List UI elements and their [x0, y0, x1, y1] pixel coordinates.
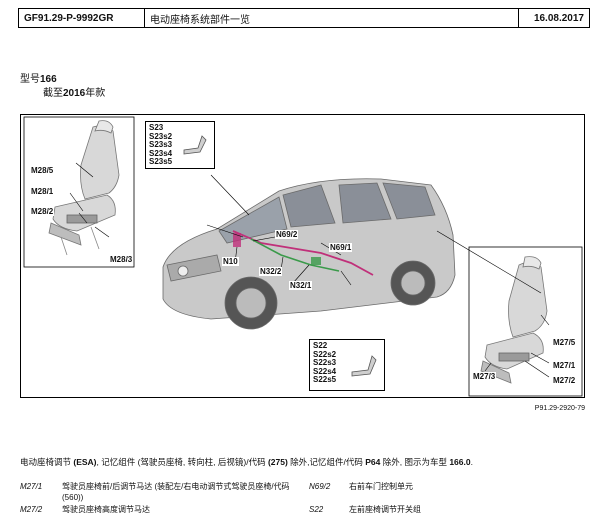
- s23-item: S23s3: [149, 140, 173, 149]
- desc-text: 除外, 图示为车型: [380, 457, 450, 467]
- seat-switch-icon: [351, 355, 377, 377]
- legend-code: M27/2: [20, 505, 43, 514]
- s22-list: S22 S22s2 S22s3 S22s4 S22s5: [313, 341, 337, 385]
- callout-n69-2: N69/2: [275, 230, 299, 239]
- doc-date: 16.08.2017: [533, 12, 584, 24]
- callout-n10: N10: [222, 257, 239, 266]
- legend-text: 驾驶员座椅前/后调节马达 (装配左/右电动调节式驾驶员座椅/代码 (560)): [62, 482, 290, 502]
- callout-m27-1: M27/1: [552, 361, 577, 370]
- desc-code: P64: [365, 457, 381, 467]
- doc-code: GF91.29-P-9992GR: [19, 9, 145, 27]
- callout-m28-3: M28/3: [109, 255, 134, 264]
- s23-item: S23: [149, 123, 164, 132]
- until-prefix: 截至: [43, 88, 63, 99]
- model-prefix: 型号: [20, 74, 40, 85]
- s22-item: S22s4: [313, 366, 337, 376]
- legend-text: 左前座椅调节开关组: [349, 505, 421, 514]
- legend-code: S22: [309, 505, 324, 514]
- component-figure: M28/5 M28/1 M28/2 M28/3 S23 S23s2 S23s3 …: [20, 114, 585, 398]
- doc-title: 电动座椅系统部件一览: [145, 9, 519, 27]
- desc-text: 除外,记忆组件/代码: [287, 457, 366, 467]
- switch-box-s23: S23 S23s2 S23s3 S23s4 S23s5: [145, 121, 215, 169]
- callout-n69-1: N69/1: [329, 243, 353, 252]
- until-line: 截至2016年款: [43, 84, 105, 99]
- callout-m27-5: M27/5: [552, 338, 577, 347]
- left-seat-illustration: [48, 120, 120, 256]
- callout-m27-3: M27/3: [472, 372, 497, 381]
- s22-item: S22: [313, 341, 328, 350]
- document-header: GF91.29-P-9992GR 电动座椅系统部件一览 16.08.2017: [18, 8, 590, 28]
- model-number: 166: [40, 74, 57, 85]
- callout-n32-2: N32/2: [259, 267, 283, 276]
- vehicle-illustration: [162, 178, 456, 330]
- callout-m27-2: M27/2: [552, 376, 577, 385]
- desc-text: .: [470, 457, 473, 467]
- model-line: 型号166: [20, 70, 57, 85]
- switch-box-s22: S22 S22s2 S22s3 S22s4 S22s5: [309, 339, 385, 391]
- s22-item: S22s2: [313, 349, 337, 359]
- seat-switch-icon: [183, 135, 207, 155]
- figure-drawing: [23, 116, 583, 397]
- s23-list: S23 S23s2 S23s3 S23s4 S23s5: [149, 123, 173, 167]
- s23-item: S23s4: [149, 148, 173, 158]
- s23-item: S23s5: [149, 157, 173, 166]
- s22-item: S22s3: [313, 358, 337, 367]
- until-year: 2016: [63, 88, 86, 99]
- desc-text: , 记忆组件 (驾驶员座椅, 转向柱, 后视镜)/代码: [96, 457, 268, 467]
- callout-m28-2: M28/2: [30, 207, 55, 216]
- desc-model: 166.0: [449, 457, 471, 467]
- s23-item: S23s2: [149, 131, 173, 141]
- desc-code: (275): [267, 457, 288, 467]
- legend-text: 驾驶员座椅高度调节马达: [62, 505, 150, 514]
- figure-description: 电动座椅调节 (ESA), 记忆组件 (驾驶员座椅, 转向柱, 后视镜)/代码 …: [20, 456, 473, 468]
- callout-m28-5: M28/5: [30, 166, 55, 175]
- callout-n32-1: N32/1: [289, 281, 313, 290]
- figure-reference: P91.29-2920-79: [534, 405, 585, 412]
- legend-code: M27/1: [20, 482, 43, 491]
- until-suffix: 年款: [85, 88, 106, 99]
- desc-esa: (ESA): [73, 457, 97, 467]
- s22-item: S22s5: [313, 375, 337, 384]
- legend-text: 右前车门控制单元: [349, 482, 413, 491]
- callout-m28-1: M28/1: [30, 187, 55, 196]
- legend-code: N69/2: [309, 482, 331, 491]
- desc-text: 电动座椅调节: [20, 457, 74, 467]
